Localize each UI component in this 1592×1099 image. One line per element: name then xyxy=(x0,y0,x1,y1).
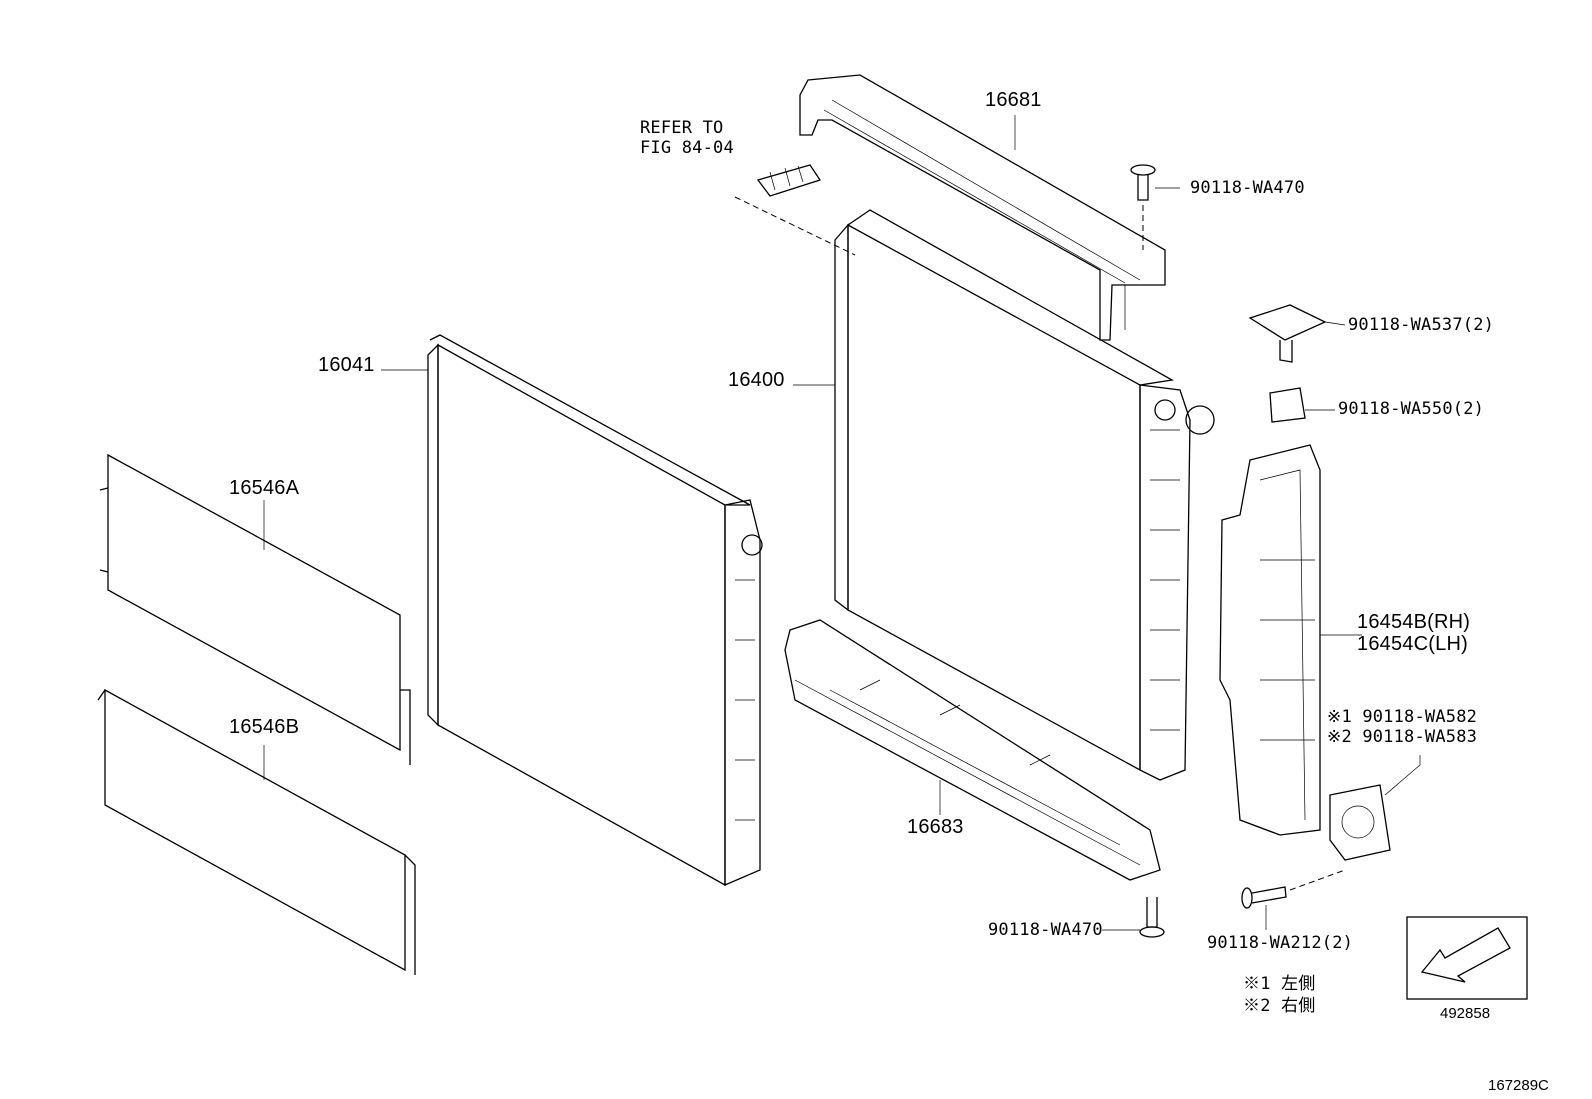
part-90118-wa470-top-label: 90118-WA470 xyxy=(1190,178,1305,198)
part-90118-wa470-bottom-label: 90118-WA470 xyxy=(988,920,1103,940)
sensor-connector xyxy=(756,164,822,197)
bolt-90118-wa212 xyxy=(1241,886,1287,909)
part-16400-label: 16400 xyxy=(728,369,785,391)
upper-shroud-16681 xyxy=(799,74,1166,341)
front-direction-arrow-icon xyxy=(1406,916,1528,1000)
part-16454b-label: 16454B(RH) xyxy=(1357,611,1471,633)
leader-lines xyxy=(263,115,1421,931)
bracket-90118-wa582 xyxy=(1329,784,1391,861)
part-16546a-label: 16546A xyxy=(229,477,300,499)
part-90118-wa212-label: 90118-WA212(2) xyxy=(1207,933,1354,953)
air-guide-16546b xyxy=(97,688,416,975)
part-16681-label: 16681 xyxy=(985,89,1042,111)
note2-part-label: ※2 90118-WA583 xyxy=(1327,727,1478,747)
note1-part-label: ※1 90118-WA582 xyxy=(1327,707,1478,727)
radiator-16400 xyxy=(834,209,1215,781)
part-16683-label: 16683 xyxy=(907,816,964,838)
sensor-leader xyxy=(734,196,856,256)
part-90118-wa537-label: 90118-WA537(2) xyxy=(1348,315,1495,335)
legend-left-side: ※1 左側 xyxy=(1243,974,1316,994)
lower-shroud-16683 xyxy=(784,619,1161,881)
direction-code: 492858 xyxy=(1440,1005,1491,1022)
part-90118-wa550-label: 90118-WA550(2) xyxy=(1338,399,1485,419)
clip-90118-wa537 xyxy=(1248,304,1327,363)
clip-90118-wa550 xyxy=(1269,387,1306,423)
condenser-16041 xyxy=(427,334,763,887)
air-guide-16546a xyxy=(99,453,411,765)
part-16041-label: 16041 xyxy=(318,354,375,376)
bolt-90118-wa470-top xyxy=(1130,164,1156,201)
bolt-90118-wa470-bottom xyxy=(1139,897,1165,938)
part-16454c-label: 16454C(LH) xyxy=(1357,633,1468,655)
legend-right-side: ※2 右側 xyxy=(1243,996,1316,1016)
part-16546b-label: 16546B xyxy=(229,716,300,738)
side-air-guide-16454 xyxy=(1219,444,1321,836)
bolt-leader-wa212 xyxy=(1289,869,1346,891)
fig-ref-label: FIG 84-04 xyxy=(640,138,734,158)
refer-to-label: REFER TO xyxy=(640,118,724,138)
figure-code: 167289C xyxy=(1488,1077,1549,1094)
